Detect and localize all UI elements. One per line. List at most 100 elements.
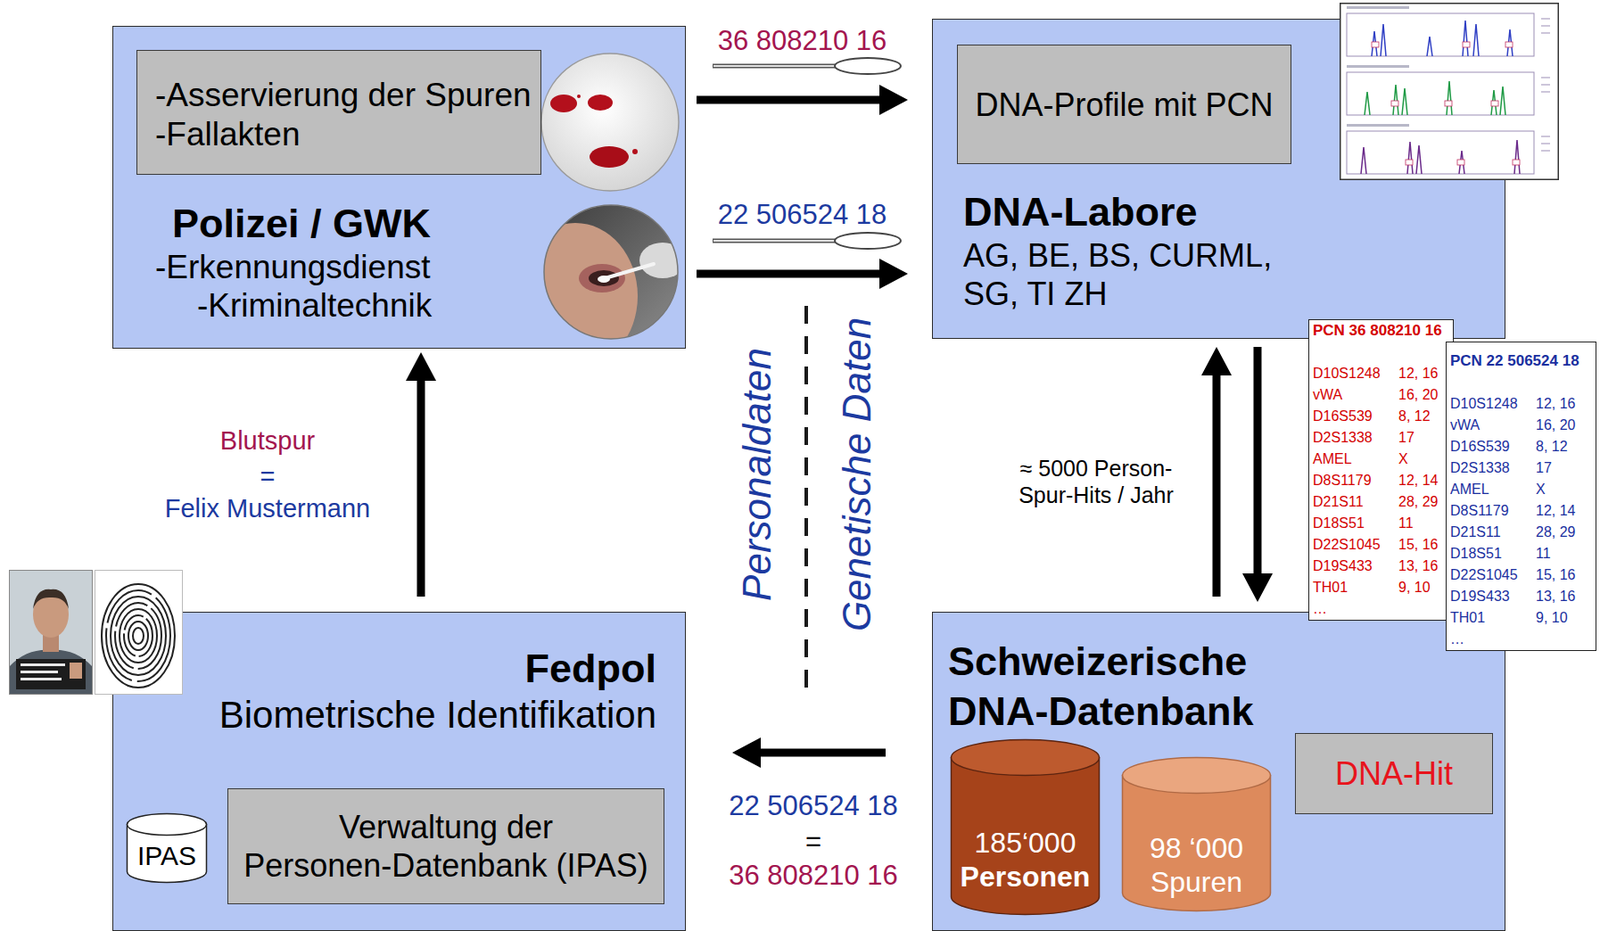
- drawing-part: [1541, 91, 1551, 93]
- flow-arrow: [405, 352, 437, 597]
- mugshot-and-fingerprint: [8, 569, 183, 695]
- allele-table: D10S124812, 16vWA16, 20D16S5398, 12D2S13…: [1312, 362, 1450, 620]
- label-text: -Fallakten: [155, 115, 532, 155]
- table-cell: D19S433: [1312, 555, 1399, 578]
- drawing-part: [132, 627, 144, 644]
- table-cell: X: [1398, 448, 1450, 471]
- table-cell: 17: [1398, 427, 1450, 449]
- drawing-part: [1371, 41, 1520, 165]
- label-anchor: 36 808210 16: [728, 859, 899, 892]
- database-cylinder: 98 ‘000Spuren: [1121, 756, 1272, 913]
- drawing-part: [1541, 32, 1551, 34]
- drawing-part: [115, 602, 162, 669]
- cylinder-top: [1122, 758, 1271, 794]
- drawing-part: [32, 591, 69, 638]
- table-cell: 13, 16: [1535, 585, 1592, 608]
- table-cell: 11: [1535, 543, 1592, 565]
- drawing-part: [1541, 77, 1551, 79]
- drawing-part: [1473, 24, 1479, 57]
- table-cell: 9, 10: [1535, 607, 1592, 629]
- drawing-part: [1346, 131, 1535, 174]
- label-text: Verwaltung der Personen-Datenbank (IPAS): [235, 808, 657, 885]
- drawing-part: [1541, 136, 1551, 138]
- edge-label: 36 808210 16: [717, 24, 888, 58]
- word: ZH: [1063, 275, 1107, 313]
- label-text: -Erkennungsdienst: [155, 247, 685, 287]
- word: (IPAS): [555, 847, 648, 884]
- table-cell: 8, 12: [1398, 405, 1450, 428]
- table-cell: 16, 20: [1398, 384, 1450, 406]
- arrow-head: [879, 84, 908, 116]
- drawing-part: [1512, 159, 1520, 165]
- drawing-part: [1426, 36, 1433, 57]
- drawing-part: [577, 94, 581, 99]
- annotation-label: Blutspur: [220, 425, 315, 456]
- word: BE,: [1027, 237, 1080, 274]
- table-cell: D16S539: [1312, 405, 1399, 428]
- drawing-part: [1446, 81, 1452, 116]
- arrow-shaft: [1253, 346, 1262, 576]
- label-text: AG, BE, BS, CURML, SG, TI ZH: [963, 236, 1303, 314]
- drawing-part: [1457, 159, 1465, 165]
- label-anchor: 22 506524 18: [717, 198, 888, 231]
- word: DNA-Datenbank: [948, 688, 1254, 735]
- table-cell: 13, 16: [1398, 555, 1450, 578]
- database-cylinder: 185‘000Personen: [949, 738, 1101, 916]
- drawing-part: [101, 584, 175, 688]
- label-anchor: Blutspur: [220, 425, 315, 456]
- drawing-part: [1541, 18, 1551, 20]
- table-cell: 16, 20: [1535, 414, 1592, 437]
- database-box: Schweizerische DNA-Datenbank185‘000Perso…: [931, 611, 1506, 931]
- dna-profile-card: PCN 22 506524 18D10S124812, 16vWA16, 20D…: [1445, 341, 1597, 652]
- annotation-label: Felix Mustermann: [164, 493, 371, 524]
- table-cell: vWA: [1312, 384, 1399, 406]
- drawing-part: [1505, 41, 1513, 48]
- drawing-part: [1507, 29, 1513, 57]
- arrow-shaft: [1212, 373, 1221, 597]
- table-cell: D22S1045: [1450, 564, 1536, 586]
- drawing-part: [20, 670, 58, 674]
- flow-arrow: [1201, 346, 1232, 597]
- drawing-part: [95, 570, 183, 695]
- drawing-part: [541, 202, 685, 346]
- word: Person-: [1094, 455, 1173, 481]
- lab-box: DNA-LaboreAG, BE, BS, CURML, SG, TI ZHDN…: [931, 18, 1506, 339]
- drawing-part: [632, 148, 638, 155]
- drawing-part: [9, 650, 92, 694]
- word: TI: [1026, 275, 1056, 313]
- annotation-label: Personaldaten: [734, 347, 780, 602]
- drawing-part: [1371, 31, 1378, 57]
- task-box: Verwaltung der Personen-Datenbank (IPAS): [227, 788, 665, 905]
- drawing-part: [1407, 141, 1413, 174]
- table-cell: 12, 14: [1535, 500, 1592, 522]
- table-cell: D10S1248: [1312, 362, 1399, 385]
- task-box: -Asservierung der Spuren-Fallakten: [136, 49, 542, 175]
- drawing-part: [1380, 24, 1386, 57]
- drawing-part: [1346, 6, 1410, 9]
- drawing-part: [1500, 86, 1506, 116]
- table-cell: D2S1338: [1450, 457, 1536, 479]
- drawing-part: [42, 632, 59, 652]
- label-text: 185‘000: [949, 825, 1101, 860]
- label-anchor: Personaldaten: [734, 347, 780, 602]
- table-cell: 28, 29: [1535, 521, 1592, 544]
- flow-arrow: [1242, 346, 1273, 603]
- label-anchor: Genetische Daten: [834, 317, 880, 632]
- electropherogram: [1339, 2, 1559, 181]
- drawing-part: [1541, 143, 1551, 145]
- drawing-part: [1371, 41, 1379, 48]
- swab-icon: [712, 57, 901, 75]
- drawing-part: [1364, 81, 1506, 116]
- table-cell: 8, 12: [1535, 436, 1592, 458]
- annotation-label: =: [260, 461, 276, 492]
- drawing-part: [110, 596, 166, 676]
- drawing-part: [1541, 150, 1551, 152]
- dna-profile-card: PCN 36 808210 16D10S124812, 16vWA16, 20D…: [1308, 319, 1454, 621]
- drawing-part: [1514, 140, 1520, 174]
- result-box: DNA-Hit: [1294, 733, 1493, 815]
- table-cell: 17: [1535, 457, 1592, 479]
- drawing-part: [1393, 84, 1399, 116]
- drawing-part: [550, 94, 578, 113]
- table-cell: 12, 16: [1398, 362, 1450, 385]
- drawing-part: [1541, 25, 1551, 27]
